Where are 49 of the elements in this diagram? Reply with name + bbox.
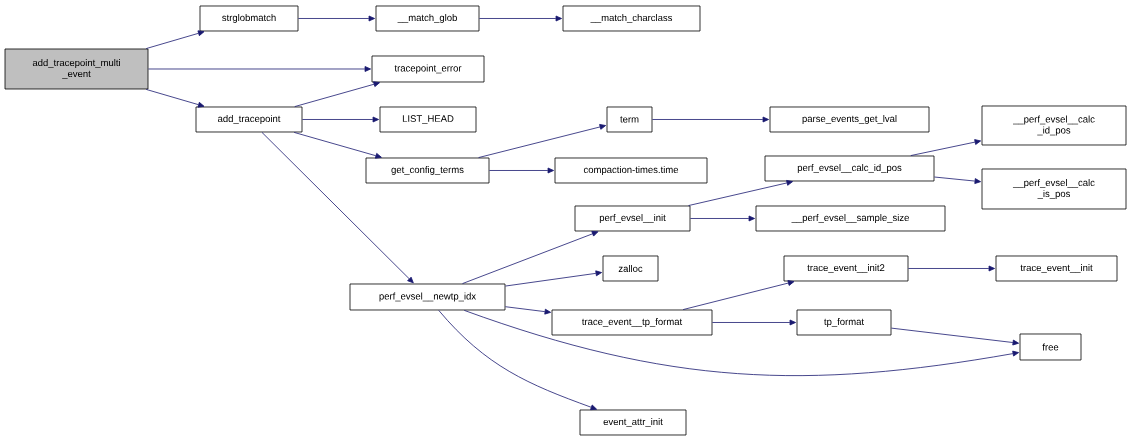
arrow	[148, 66, 371, 72]
function-box: tp_format	[796, 309, 892, 336]
function-box: trace_event__tp_format	[551, 309, 713, 336]
arrow	[478, 124, 606, 158]
arrow	[489, 167, 554, 174]
function-box: get_config_terms	[365, 157, 490, 184]
arrow	[438, 310, 597, 411]
arrow	[463, 310, 1019, 376]
arrow	[505, 270, 602, 287]
function-box: __match_charclass	[562, 5, 701, 32]
arrow	[682, 280, 795, 310]
arrow	[294, 81, 380, 107]
function-box: tracepoint_error	[371, 55, 485, 83]
function-box: __match_glob	[375, 5, 480, 32]
function-box: perf_evsel__init	[574, 205, 691, 232]
arrow	[302, 116, 379, 123]
arrow	[891, 327, 1019, 346]
function-box: LIST_HEAD	[379, 106, 477, 133]
arrow	[261, 132, 414, 284]
arrow	[479, 15, 562, 22]
function-box: event_attr_init	[579, 409, 687, 436]
function-box: strglobmatch	[199, 5, 299, 32]
arrow	[652, 116, 769, 123]
function-box: trace_event__init2	[783, 255, 909, 282]
arrow	[462, 231, 599, 284]
function-box: free	[1019, 333, 1082, 361]
function-box: perf_evsel__calc_id_pos	[764, 155, 935, 182]
arrow	[690, 215, 755, 222]
function-box: __perf_evsel__sample_size	[755, 205, 946, 232]
arrow	[145, 89, 205, 108]
arrow	[293, 132, 382, 159]
arrow	[712, 319, 796, 326]
function-box: add_tracepoint	[195, 106, 303, 133]
function-box: zalloc	[602, 255, 659, 282]
function-box: trace_event__init	[995, 255, 1118, 282]
function-box: compaction-times.time	[554, 157, 708, 184]
function-box: add_tracepoint_multi _event	[4, 48, 149, 90]
arrow	[910, 139, 981, 156]
arrow	[145, 30, 205, 49]
function-box: parse_events_get_lval	[769, 106, 930, 133]
function-box: perf_evsel__newtp_idx	[349, 283, 506, 311]
arrow	[688, 180, 793, 206]
arrow	[908, 265, 995, 272]
arrow	[934, 176, 981, 184]
function-box: __perf_evsel__calc _id_pos	[981, 105, 1127, 146]
arrow	[505, 306, 551, 315]
function-box: term	[606, 106, 653, 133]
function-box: __perf_evsel__calc _is_pos	[981, 168, 1127, 210]
arrow	[298, 15, 375, 22]
